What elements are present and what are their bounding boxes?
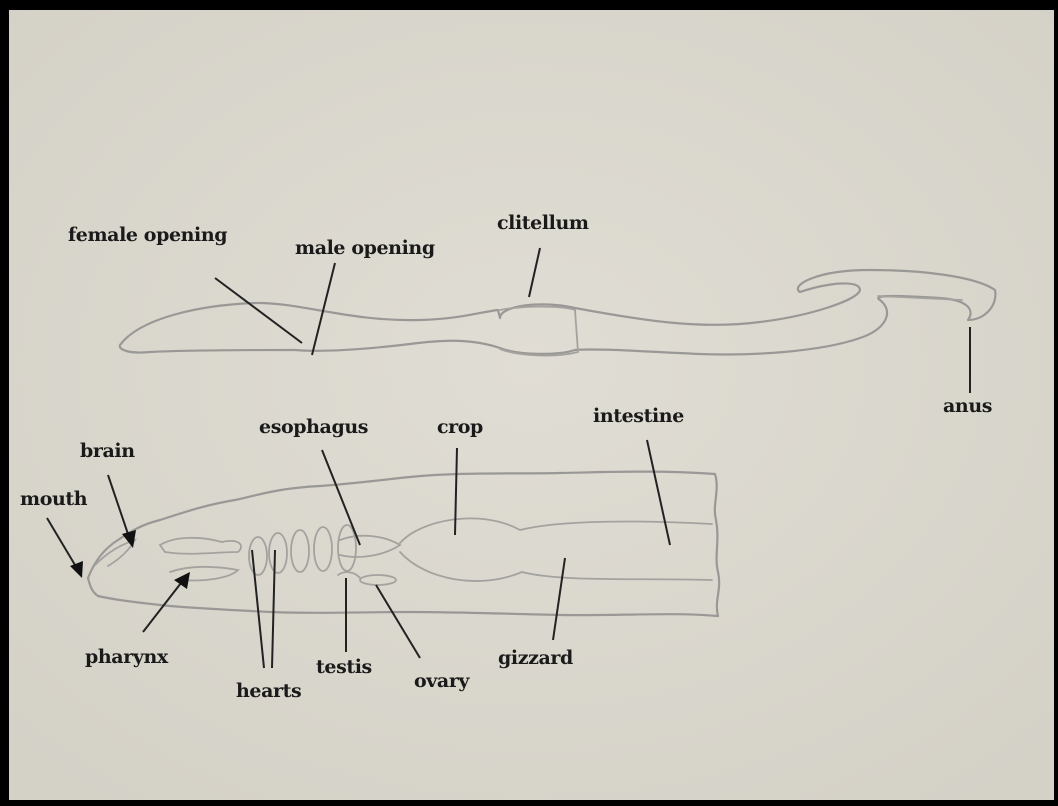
label-intestine: intestine bbox=[593, 405, 684, 427]
label-pharynx: pharynx bbox=[85, 646, 169, 668]
label-male-opening: male opening bbox=[295, 237, 435, 259]
label-gizzard: gizzard bbox=[498, 647, 573, 669]
label-clitellum: clitellum bbox=[497, 212, 589, 234]
label-brain: brain bbox=[80, 440, 135, 462]
label-hearts: hearts bbox=[236, 680, 301, 702]
label-mouth: mouth bbox=[20, 488, 88, 510]
label-crop: crop bbox=[437, 416, 483, 438]
label-ovary: ovary bbox=[414, 670, 470, 692]
label-esophagus: esophagus bbox=[259, 416, 368, 438]
label-testis: testis bbox=[316, 656, 372, 678]
label-anus: anus bbox=[943, 395, 992, 417]
paper-background bbox=[9, 10, 1054, 800]
label-female-opening: female opening bbox=[68, 224, 227, 246]
